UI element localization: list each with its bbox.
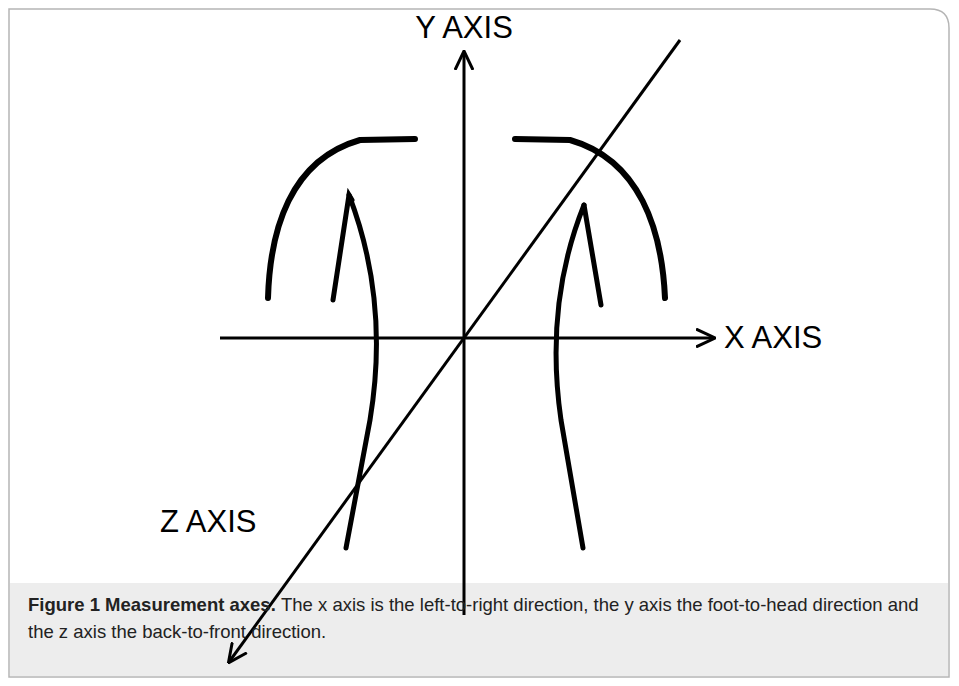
- caption-band: [10, 583, 948, 676]
- z-axis: [229, 40, 680, 662]
- axis-label: Y AXIS: [415, 12, 513, 43]
- y-axis: [463, 52, 466, 615]
- body-outline: [268, 139, 665, 548]
- axis-lines: [220, 40, 714, 662]
- caption-title: Figure 1 Measurement axes.: [28, 594, 276, 615]
- figure-frame: [9, 9, 949, 677]
- axis-label: Z AXIS: [160, 506, 256, 537]
- axis-label: X AXIS: [724, 322, 822, 353]
- figure-caption: Figure 1 Measurement axes.The x axis is …: [28, 592, 933, 646]
- x-axis: [220, 337, 714, 340]
